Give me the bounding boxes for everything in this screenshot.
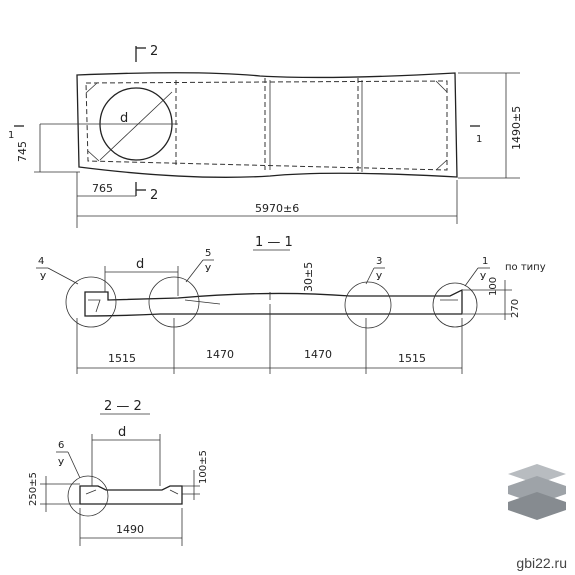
node-1-label: 1	[482, 256, 488, 267]
plan-hole-label: d	[120, 111, 128, 126]
section-2-2-hole-label: d	[118, 425, 126, 440]
node-6-label: 6	[58, 440, 64, 451]
section-1-1: 1 — 1 4 У 5 У 3 У 1 У по типу d	[36, 235, 546, 374]
span-4: 1515	[398, 352, 426, 365]
span-2: 1470	[206, 348, 234, 361]
section-2-2-node-6	[67, 475, 109, 517]
section-1-1-profile	[84, 288, 463, 317]
plan-inner-frame	[85, 80, 448, 171]
section-1-1-hole-label: d	[136, 257, 144, 272]
section-1-1-title: 1 — 1	[255, 235, 293, 250]
section-2-2-dim-250: 250±5	[28, 472, 39, 506]
section-1-1-node-4	[65, 276, 117, 328]
plan-section-mark-top: 2	[150, 44, 158, 59]
plan-dim-765: 765	[92, 182, 113, 195]
section-2-2-dim-width: 1490	[116, 523, 144, 536]
section-1-1-dim-100: 100	[488, 277, 499, 296]
node-1-sheet: У	[480, 272, 486, 283]
logo-layer-bottom	[508, 492, 566, 520]
section-1-1-node-3	[344, 281, 392, 329]
section-1-1-dim-30: 30±5	[302, 262, 315, 292]
span-3: 1470	[304, 348, 332, 361]
section-1-1-note: по типу	[505, 262, 546, 273]
node-4-label: 4	[38, 256, 44, 267]
section-2-2-title: 2 — 2	[104, 399, 142, 414]
node-3-sheet: У	[376, 272, 382, 283]
plan-dim-width: 1490±5	[510, 106, 523, 150]
logo-layer-top	[508, 464, 566, 484]
plan-side-mark-left: 1	[8, 130, 14, 141]
node-3-label: 3	[376, 256, 382, 267]
plan-view: d 2 2 1 1 745 765 5970±6 1490±5	[8, 44, 523, 228]
node-4-sheet: У	[40, 272, 46, 283]
plan-dim-total: 5970±6	[255, 202, 299, 215]
section-2-2-profile	[79, 485, 183, 505]
plan-dim-745: 745	[16, 141, 29, 162]
node-6-sheet: У	[58, 458, 64, 469]
node-5-label: 5	[205, 248, 211, 259]
watermark-site-label: gbi22.ru	[516, 555, 567, 571]
node-5-sheet: У	[205, 264, 211, 275]
section-1-1-node-1	[432, 282, 478, 328]
plan-section-mark-bottom: 2	[150, 188, 158, 203]
span-1: 1515	[108, 352, 136, 365]
plan-side-mark-right: 1	[476, 134, 482, 145]
section-2-2: 2 — 2 d 6 У 250±5 100±5 1490	[28, 399, 209, 546]
plan-outline	[76, 72, 458, 178]
section-2-2-dim-100: 100±5	[198, 450, 209, 484]
watermark-logo	[508, 464, 566, 520]
section-1-1-dim-270: 270	[510, 299, 521, 318]
